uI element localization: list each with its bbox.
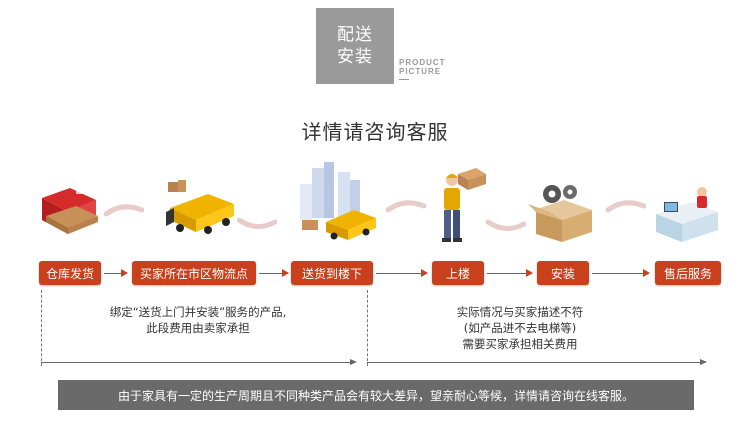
note-right-line2: (如产品进不去电梯等) [463, 321, 577, 335]
note-buyer-pays: 实际情况与买家描述不符 (如产品进不去电梯等) 需要买家承担相关费用 [400, 304, 640, 352]
customer-service-desk-icon [656, 187, 718, 242]
arrow-right [487, 269, 533, 277]
worker-carrying-box-icon [442, 168, 486, 242]
note-right-line1: 实际情况与买家描述不符 [456, 305, 584, 319]
arrow-swoosh-icon [104, 204, 144, 217]
arrow-right [376, 269, 428, 277]
timeline-arrow-right [367, 359, 707, 365]
bracket-line-middle [367, 290, 368, 366]
logo-badge: 配送 安装 [316, 8, 394, 84]
box-with-gears-icon [528, 185, 592, 242]
step-local-logistics: 买家所在市区物流点 [132, 261, 256, 285]
step-after-sales: 售后服务 [655, 261, 721, 285]
page-title: 详情请咨询客服 [301, 120, 449, 144]
arrow-right [259, 269, 289, 277]
product-picture-label: PRODUCT PICTURE [399, 58, 446, 80]
picture-text: PICTURE [399, 67, 442, 76]
warehouse-box-icon [42, 188, 98, 234]
step-deliver-downstairs: 送货到楼下 [291, 261, 373, 285]
note-right-line3: 需要买家承担相关费用 [462, 337, 578, 351]
arrow-swoosh-icon [486, 219, 526, 231]
city-buildings-truck-icon [300, 162, 376, 240]
arrow-right [592, 269, 650, 277]
bracket-line-left [41, 290, 42, 366]
footer-notice: 由于家具有一定的生产周期且不同种类产品会有较大差异，望亲耐心等候，详情请咨询在线… [58, 380, 694, 410]
note-seller-pays: 绑定“送货上门并安装”服务的产品, 此段费用由卖家承担 [48, 304, 348, 336]
arrow-swoosh-icon [237, 217, 277, 229]
note-left-line2: 此段费用由卖家承担 [146, 321, 250, 335]
timeline-arrow-left [41, 359, 357, 365]
arrow-swoosh-icon [386, 200, 426, 213]
note-left-line1: 绑定“送货上门并安装”服务的产品, [109, 305, 287, 319]
badge-text-line1: 配送 [337, 25, 373, 45]
step-carry-upstairs: 上楼 [432, 261, 484, 285]
product-text: PRODUCT [399, 58, 446, 67]
badge-text-line2: 安装 [337, 47, 373, 67]
arrow-swoosh-icon [606, 200, 646, 213]
step-installation: 安装 [537, 261, 589, 285]
delivery-truck-icon [166, 180, 234, 234]
arrow-right [104, 269, 128, 277]
step-warehouse-shipping: 仓库发货 [39, 261, 101, 285]
